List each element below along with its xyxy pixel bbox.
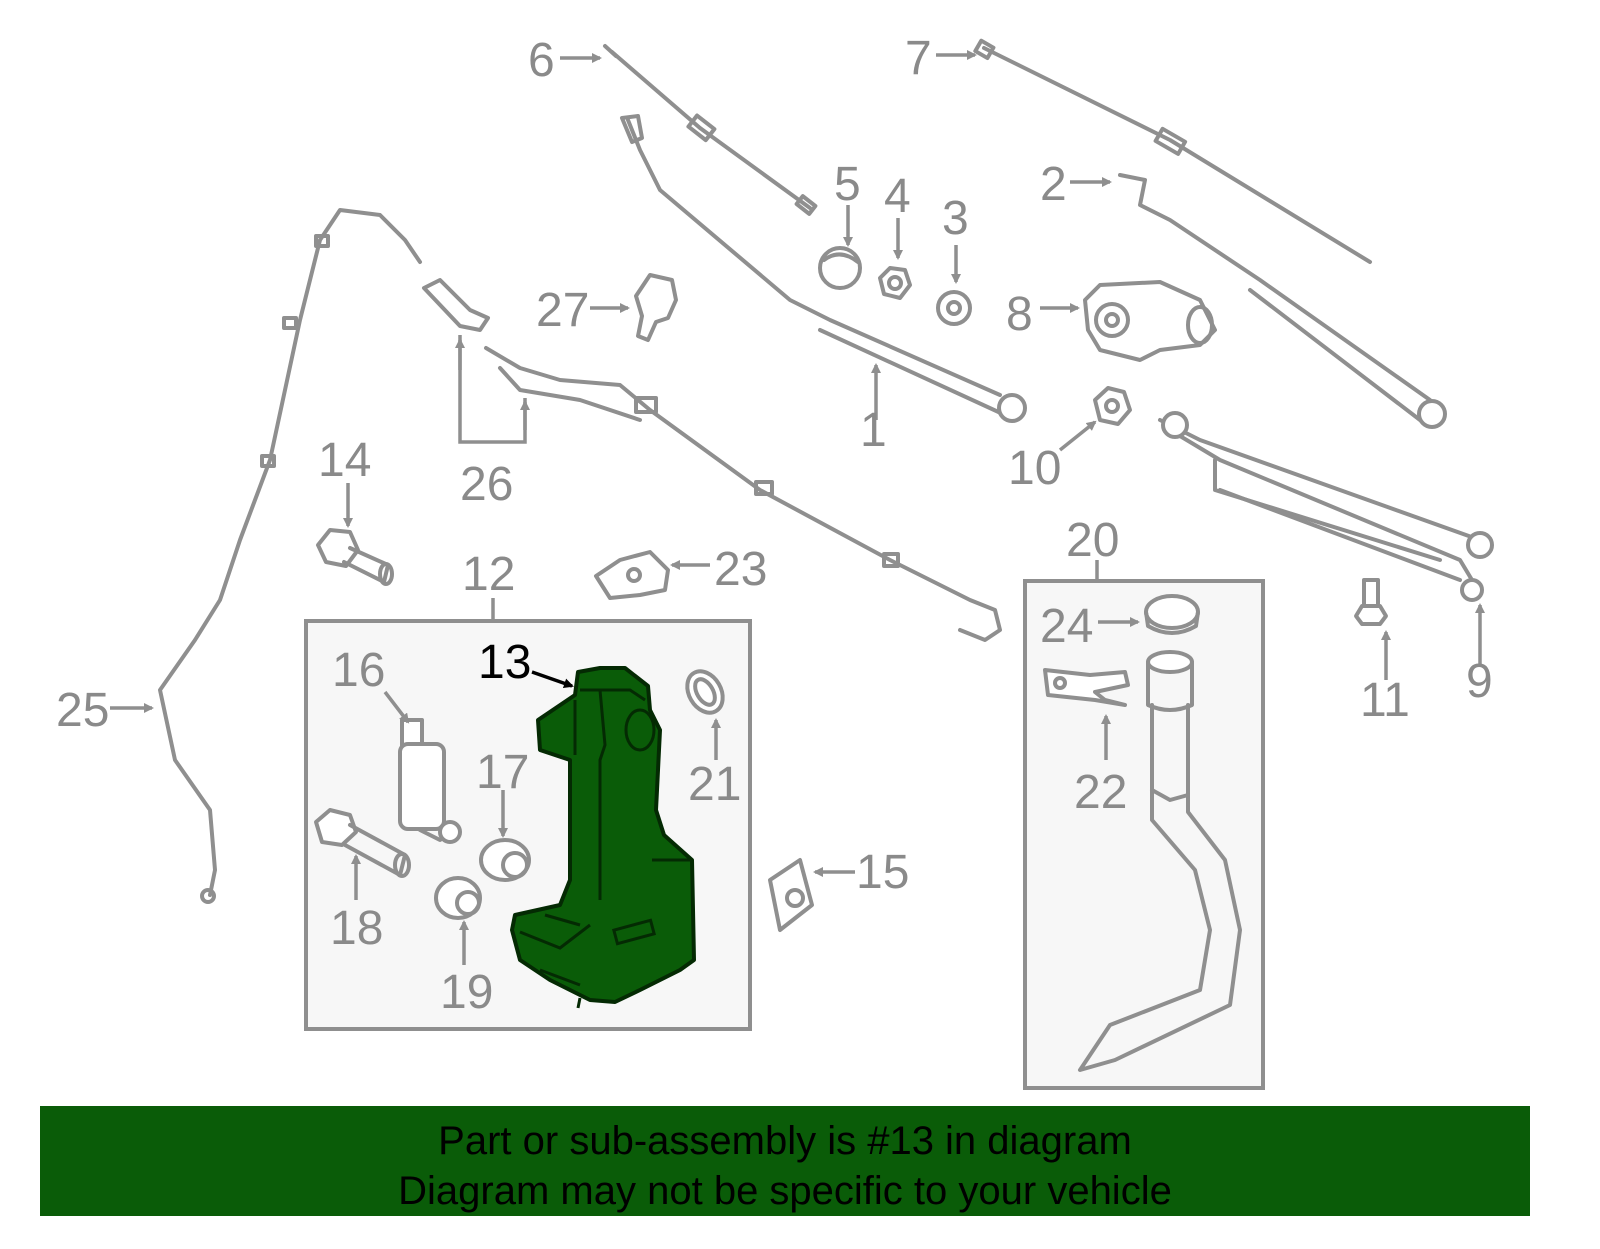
callout-2: 2: [1040, 158, 1067, 211]
callout-20: 20: [1066, 514, 1119, 567]
pivot-nut: [878, 266, 912, 300]
callout-26: 26: [460, 458, 513, 511]
callout-8: 8: [1006, 288, 1033, 341]
mount-bracket: [594, 550, 670, 600]
pump-grommet: [479, 838, 531, 882]
wiper-blade-right: [973, 38, 1372, 264]
fluid-level-sensor: [314, 808, 411, 878]
leader-10: [1058, 420, 1097, 452]
wiper-arm-left: [620, 114, 1027, 423]
banner-disclaimer-text: Diagram may not be specific to your vehi…: [398, 1169, 1172, 1213]
callout-15: 15: [856, 846, 909, 899]
mount-bolt: [316, 528, 394, 586]
callout-6: 6: [528, 34, 555, 87]
filler-neck-clip: [1043, 668, 1130, 707]
callout-11: 11: [1360, 674, 1410, 727]
filler-neck-tube: [1078, 650, 1242, 1072]
filler-seal: [685, 669, 725, 715]
callout-10: 10: [1008, 442, 1061, 495]
callout-24: 24: [1040, 600, 1093, 653]
wiper-linkage: [1158, 411, 1494, 602]
pivot-cap: [818, 246, 862, 290]
callout-16: 16: [332, 644, 385, 697]
callout-18: 18: [330, 902, 383, 955]
washer-hose: [158, 208, 422, 904]
part-info-banner: Part or sub-assembly is #13 in diagram D…: [40, 1106, 1530, 1216]
callout-12: 12: [462, 548, 515, 601]
callout-1: 1: [860, 404, 887, 457]
callout-9: 9: [1466, 655, 1493, 708]
callout-25: 25: [56, 684, 109, 737]
washer-sensor: [634, 273, 678, 342]
filler-neck-assembly-box: [1023, 579, 1265, 1090]
leader-13: [531, 670, 574, 689]
callout-7: 7: [905, 32, 932, 85]
washer-pump: [398, 718, 462, 844]
wiper-motor: [1083, 280, 1217, 362]
callout-22: 22: [1074, 766, 1127, 819]
motor-bolt: [1093, 386, 1132, 426]
callout-14: 14: [318, 434, 371, 487]
callout-3: 3: [942, 192, 969, 245]
pivot-washer: [936, 290, 972, 326]
wiper-blade-left: [603, 44, 818, 216]
callout-19: 19: [440, 966, 493, 1019]
callout-21: 21: [688, 758, 741, 811]
washer-fluid-reservoir[interactable]: [510, 666, 696, 1009]
callout-13: 13: [478, 636, 531, 689]
callout-17: 17: [476, 746, 529, 799]
sensor-grommet: [434, 876, 482, 920]
reservoir-clip: [768, 858, 814, 932]
callout-4: 4: [884, 170, 911, 223]
callout-5: 5: [834, 158, 861, 211]
callout-23: 23: [714, 543, 767, 596]
banner-part-text: Part or sub-assembly is #13 in diagram: [438, 1119, 1132, 1163]
linkage-bolt: [1354, 578, 1388, 626]
filler-cap: [1144, 594, 1200, 635]
leader-16: [383, 690, 410, 724]
callout-27: 27: [536, 284, 589, 337]
nozzle-and-hose: [422, 278, 1002, 642]
wiper-arm-right: [1118, 173, 1447, 429]
